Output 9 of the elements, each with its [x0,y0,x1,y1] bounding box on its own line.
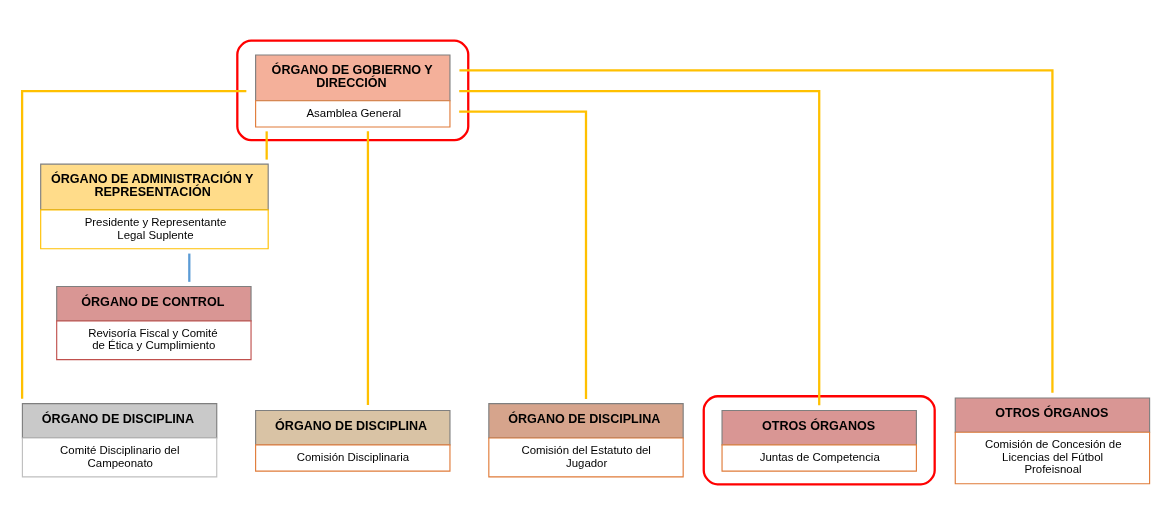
connector [459,89,821,406]
cluster [702,395,936,486]
cluster [236,39,470,142]
connector [188,253,191,282]
connector [459,69,1054,393]
connector [366,131,370,405]
connector [20,89,247,399]
connector [459,110,588,399]
connector [265,131,268,160]
